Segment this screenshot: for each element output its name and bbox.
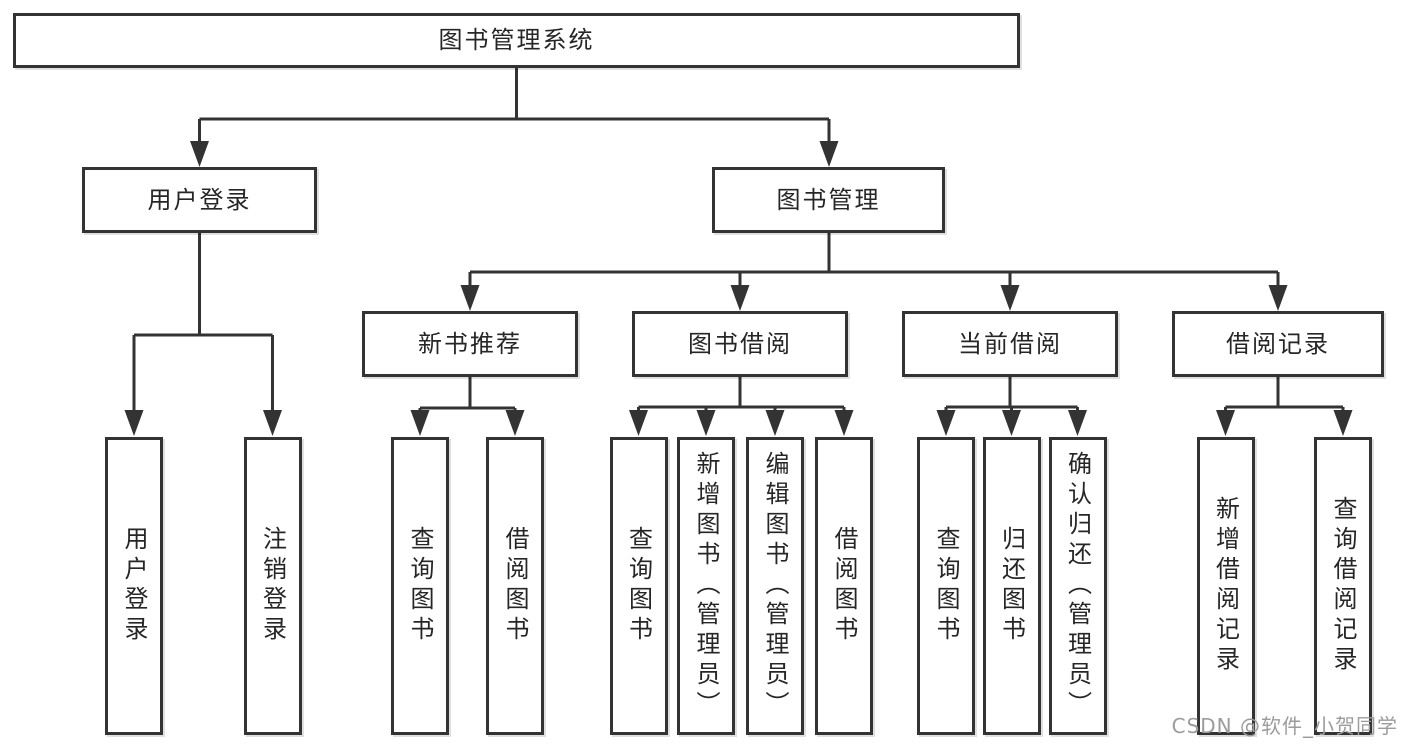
node-user-login-label: 用户登录: [147, 185, 252, 214]
leaf-borrow-books-2-label: 借阅图书: [830, 526, 858, 646]
leaf-return-book: 归还图书: [982, 437, 1041, 735]
leaf-confirm-return-admin: 确认归还（管理员）: [1048, 437, 1107, 735]
leaf-query-books-3-label: 查询图书: [932, 526, 960, 646]
leaf-user-login: 用户登录: [105, 437, 163, 735]
connector-paths: [132, 68, 1345, 420]
leaf-borrow-books-1-label: 借阅图书: [501, 526, 529, 646]
leaf-borrow-books-1: 借阅图书: [486, 437, 544, 735]
leaf-query-books-1-label: 查询图书: [406, 526, 434, 646]
leaf-add-book-admin: 新增图书（管理员）: [677, 437, 735, 735]
leaf-query-borrow-record: 查询借阅记录: [1314, 437, 1372, 735]
leaf-borrow-books-2: 借阅图书: [815, 437, 873, 735]
node-book-management-label: 图书管理: [776, 185, 881, 214]
leaf-add-book-admin-label: 新增图书（管理员）: [692, 451, 720, 721]
node-borrow-records-label: 借阅记录: [1226, 329, 1330, 358]
leaf-query-books-3: 查询图书: [917, 437, 975, 735]
leaf-query-borrow-record-label: 查询借阅记录: [1329, 496, 1357, 676]
node-book-management: 图书管理: [712, 167, 945, 233]
node-current-borrow: 当前借阅: [902, 311, 1118, 377]
node-book-borrow: 图书借阅: [632, 311, 848, 377]
leaf-query-books-2-label: 查询图书: [624, 526, 653, 646]
leaf-add-borrow-record-label: 新增借阅记录: [1211, 496, 1240, 676]
leaf-edit-book-admin: 编辑图书（管理员）: [746, 437, 804, 735]
leaf-return-book-label: 归还图书: [997, 526, 1026, 646]
leaf-confirm-return-admin-label: 确认归还（管理员）: [1063, 451, 1092, 721]
leaf-user-login-label: 用户登录: [120, 526, 148, 646]
leaf-edit-book-admin-label: 编辑图书（管理员）: [761, 451, 789, 721]
arrowheads: [124, 141, 1353, 436]
leaf-query-books-2: 查询图书: [609, 437, 668, 735]
node-root-label: 图书管理系统: [438, 26, 595, 55]
node-book-borrow-label: 图书借阅: [688, 329, 792, 358]
leaf-add-borrow-record: 新增借阅记录: [1196, 437, 1255, 735]
node-user-login: 用户登录: [82, 167, 317, 233]
node-current-borrow-label: 当前借阅: [958, 329, 1062, 358]
leaf-logout-label: 注销登录: [258, 526, 287, 646]
node-new-book-recommend-label: 新书推荐: [418, 329, 522, 358]
node-new-book-recommend: 新书推荐: [362, 311, 578, 377]
node-borrow-records: 借阅记录: [1172, 311, 1384, 377]
leaf-query-books-1: 查询图书: [391, 437, 449, 735]
leaf-logout: 注销登录: [243, 437, 302, 735]
node-root: 图书管理系统: [13, 13, 1020, 68]
watermark: CSDN @软件_小贺同学: [1171, 714, 1398, 738]
